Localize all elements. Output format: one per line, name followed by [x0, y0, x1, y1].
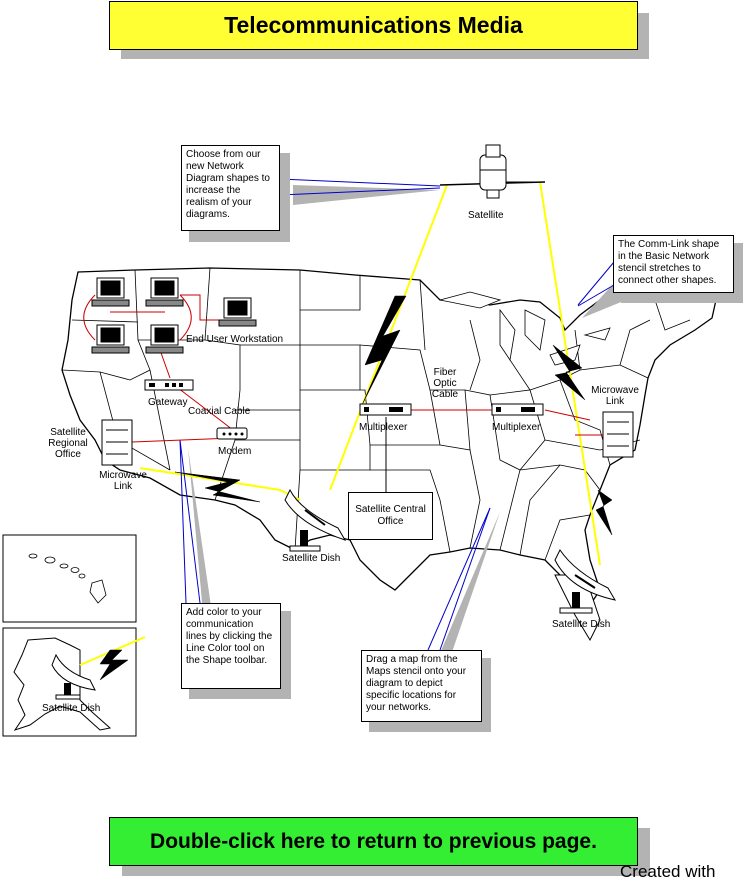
callout-line-color: Add color to your communication lines by… [181, 603, 281, 689]
title-banner: Telecommunications Media [109, 1, 638, 50]
return-button-label: Double-click here to return to previous … [150, 830, 597, 853]
satellite-dish-alaska-icon [51, 653, 96, 700]
coaxial-cable-label: Coaxial Cable [188, 406, 251, 417]
red-network-lines [83, 294, 605, 443]
multiplexer-west-label: Multiplexer [359, 422, 408, 433]
satellite-central-office-label: Satellite Central Office [355, 504, 426, 527]
fiber-optic-cable-label: Fiber Optic Cable [431, 367, 459, 400]
microwave-link-west-label: Microwave Link [99, 470, 147, 492]
satellite-icon [439, 144, 546, 199]
central-office-box: Satellite Central Office [348, 492, 433, 540]
multiplexer-east-label: Multiplexer [492, 422, 541, 433]
satellite-dish-center-label: Satellite Dish [282, 553, 341, 564]
microwave-link-east-label: Microwave Link [591, 385, 639, 407]
microwave-tower-west-icon [101, 419, 133, 466]
satellite-dish-alaska-label: Satellite Dish [42, 703, 101, 714]
satellite-label: Satellite [468, 210, 504, 221]
created-with-text: Created with [620, 862, 716, 881]
callout-comm-link: The Comm-Link shape in the Basic Network… [613, 235, 734, 293]
end-user-workstation-label: End User Workstation [186, 334, 284, 345]
modem-label: Modem [218, 446, 252, 457]
multiplexer-east-icon [491, 403, 544, 416]
workstation-icons [91, 277, 257, 354]
callout-maps: Drag a map from the Maps stencil onto yo… [361, 650, 482, 722]
callout-lines [179, 178, 615, 651]
gateway-label: Gateway [148, 397, 188, 408]
satellite-dish-center-icon [284, 488, 347, 552]
return-button[interactable]: Double-click here to return to previous … [109, 817, 638, 866]
callout-network-shapes: Choose from our new Network Diagram shap… [181, 145, 280, 231]
hawaii-inset [2, 534, 137, 623]
page-title: Telecommunications Media [224, 12, 523, 38]
modem-icon [216, 427, 248, 440]
multiplexer-west-icon [359, 403, 412, 416]
lightning-bolts [99, 295, 613, 681]
microwave-tower-east-icon [602, 411, 634, 458]
great-lakes [439, 291, 611, 366]
gateway-icon [144, 379, 194, 391]
hawaii-islands [28, 553, 107, 604]
us-map-outline [61, 267, 717, 606]
satellite-dish-east-icon [554, 549, 617, 614]
satellite-regional-office-label: Satellite Regional Office [48, 427, 88, 460]
satellite-dish-east-label: Satellite Dish [552, 619, 611, 630]
alaska-shape [13, 637, 112, 731]
